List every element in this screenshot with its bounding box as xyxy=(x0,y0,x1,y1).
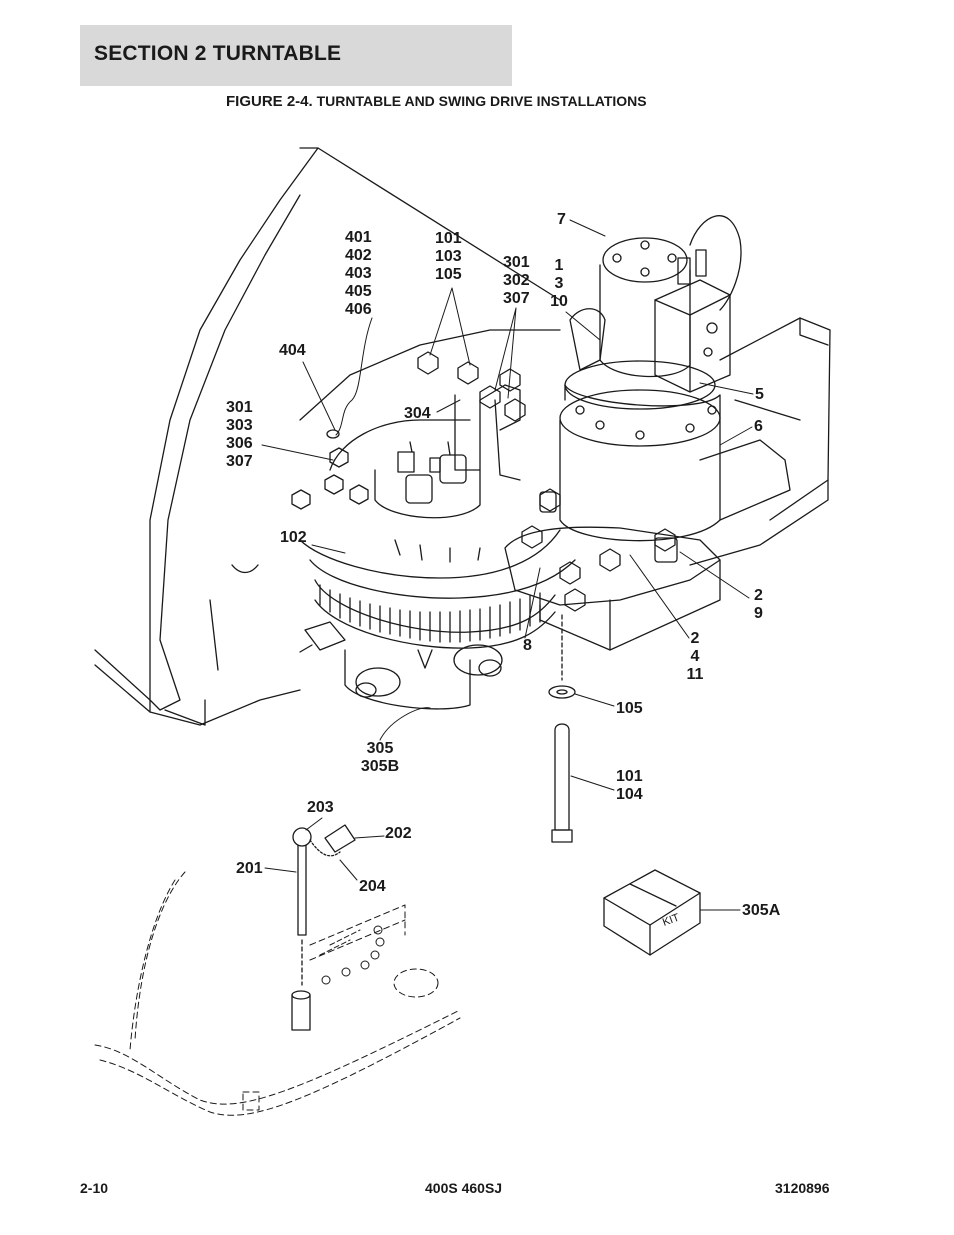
callout-7: 7 xyxy=(557,211,566,229)
callout-line: 402 xyxy=(345,247,372,264)
callout-102: 102 xyxy=(280,529,307,547)
callout-line: 1 xyxy=(554,257,564,274)
callout-201: 201 xyxy=(236,860,263,878)
callout-line: 404 xyxy=(279,342,306,359)
callout-1: 1 3 10 xyxy=(549,257,569,311)
callout-line: 301 xyxy=(503,254,530,271)
lower-frame-bolts xyxy=(319,925,385,985)
frame-plate-left xyxy=(94,147,561,726)
rotary-coupling xyxy=(299,621,503,710)
frame-plate-right xyxy=(689,317,831,566)
callout-line: 301 xyxy=(226,399,253,416)
callout-line: 104 xyxy=(616,786,643,803)
callout-line: 305 xyxy=(366,740,394,757)
figure-caption: TURNTABLE AND SWING DRIVE INSTALLATIONS xyxy=(316,93,647,109)
document-number: 3120896 xyxy=(775,1180,830,1196)
callout-line: 203 xyxy=(307,799,334,816)
callout-line: 6 xyxy=(754,418,763,435)
callout-202: 202 xyxy=(385,825,412,843)
callout-line: 304 xyxy=(404,405,431,422)
callout-8: 8 xyxy=(523,637,532,655)
section-title: SECTION 2 TURNTABLE xyxy=(94,42,342,65)
lower-frame-phantom xyxy=(94,871,461,1116)
leader-lines xyxy=(261,219,754,911)
callout-line: 307 xyxy=(503,290,530,307)
callout-5: 5 xyxy=(755,386,764,404)
long-bolt-101 xyxy=(548,614,576,843)
bracket-304 xyxy=(454,384,521,481)
callout-line: 103 xyxy=(435,248,462,265)
callout-line: 201 xyxy=(236,860,263,877)
callout-line: 11 xyxy=(686,666,704,683)
callout-line: 2 xyxy=(754,587,763,604)
callout-line: 9 xyxy=(754,605,763,622)
valve-block xyxy=(654,249,731,393)
turntable-deck xyxy=(299,329,576,599)
callout-6: 6 xyxy=(754,418,763,436)
callout-204: 204 xyxy=(359,878,386,896)
callout-line: 405 xyxy=(345,283,372,300)
callout-404: 404 xyxy=(279,342,306,360)
callout-line: 305B xyxy=(360,758,400,775)
callout-line: 101 xyxy=(435,230,462,247)
callout-line: 7 xyxy=(557,211,566,228)
callout-line: 401 xyxy=(345,229,372,246)
callout-line: 105 xyxy=(435,266,462,283)
callout-305a: 305A xyxy=(742,902,780,920)
callout-line: 4 xyxy=(690,648,700,665)
callout-line: 5 xyxy=(755,386,764,403)
callout-line: 101 xyxy=(616,768,643,785)
callout-301-left: 301 303 306 307 xyxy=(226,399,253,471)
swivel-fittings xyxy=(374,441,481,519)
swing-motor xyxy=(569,215,742,378)
swing-drive-gearbox xyxy=(559,360,721,542)
callout-line: 305A xyxy=(742,902,781,919)
callout-203: 203 xyxy=(307,799,334,817)
figure-number: FIGURE 2-4. xyxy=(226,93,313,110)
figure-title: FIGURE 2-4. TURNTABLE AND SWING DRIVE IN… xyxy=(226,93,647,110)
kit-label: KIT xyxy=(661,912,681,929)
callout-line: 302 xyxy=(503,272,530,289)
callout-101-upper: 101 103 105 xyxy=(435,230,462,284)
callout-305: 305 305B xyxy=(352,740,408,776)
callout-101-lower: 101 104 xyxy=(616,768,643,804)
model-label: 400S 460SJ xyxy=(425,1180,503,1196)
callout-line: 105 xyxy=(616,700,643,717)
callout-line: 202 xyxy=(385,825,412,842)
callout-line: 406 xyxy=(345,301,372,318)
callout-line: 303 xyxy=(226,417,253,434)
callout-line: 8 xyxy=(523,637,532,654)
callout-401: 401 402 403 405 406 xyxy=(345,229,372,319)
ring-gear xyxy=(314,579,556,649)
pin-assembly xyxy=(291,824,356,1031)
callout-line: 204 xyxy=(359,878,386,895)
callout-line: 3 xyxy=(554,275,564,292)
page-number: 2-10 xyxy=(80,1180,109,1196)
callout-line: 403 xyxy=(345,265,372,282)
callout-2-4-11: 2 4 11 xyxy=(685,630,705,684)
section-header-bar: SECTION 2 TURNTABLE xyxy=(80,25,512,86)
callout-line: 307 xyxy=(226,453,253,470)
callout-301-upper: 301 302 307 xyxy=(503,254,530,308)
kit-box: KIT xyxy=(603,869,701,956)
callout-105: 105 xyxy=(616,700,643,718)
callout-304: 304 xyxy=(404,405,431,423)
callout-line: 306 xyxy=(226,435,253,452)
callout-line: 10 xyxy=(550,293,568,310)
callout-2-9: 2 9 xyxy=(754,587,763,623)
callout-line: 102 xyxy=(280,529,307,546)
callout-line: 2 xyxy=(690,630,700,647)
